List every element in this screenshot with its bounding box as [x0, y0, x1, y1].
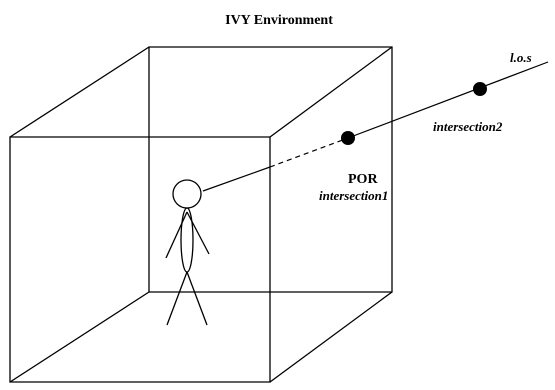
cube-edge-top-left [9, 46, 150, 138]
line-of-sight [202, 61, 549, 192]
intersection1-label: intersection1 [319, 188, 388, 203]
los-segment-dashed [269, 137, 349, 168]
figure-left-arm [165, 211, 188, 259]
cube-edge-top-right [269, 46, 393, 138]
cube-front-face [9, 136, 271, 383]
figure-body [180, 207, 194, 273]
intersection1-point [341, 131, 355, 145]
figure-right-leg [186, 271, 208, 326]
por-label: POR [348, 172, 378, 187]
stick-figure [165, 179, 210, 326]
cube-edge-bottom-right [269, 291, 393, 383]
intersection2-label: intersection2 [433, 119, 503, 134]
figure-right-arm [186, 211, 210, 255]
cube-edge-bottom-left [9, 291, 150, 383]
figure-left-leg [166, 271, 188, 326]
cube-wireframe [9, 46, 393, 383]
los-label: l.o.s [510, 50, 532, 65]
los-segment-beyond [347, 61, 549, 139]
intersection2-point [473, 82, 487, 96]
diagram-title: IVY Environment [225, 13, 333, 28]
figure-head [172, 179, 202, 209]
los-segment-eye-to-wall [202, 166, 271, 192]
